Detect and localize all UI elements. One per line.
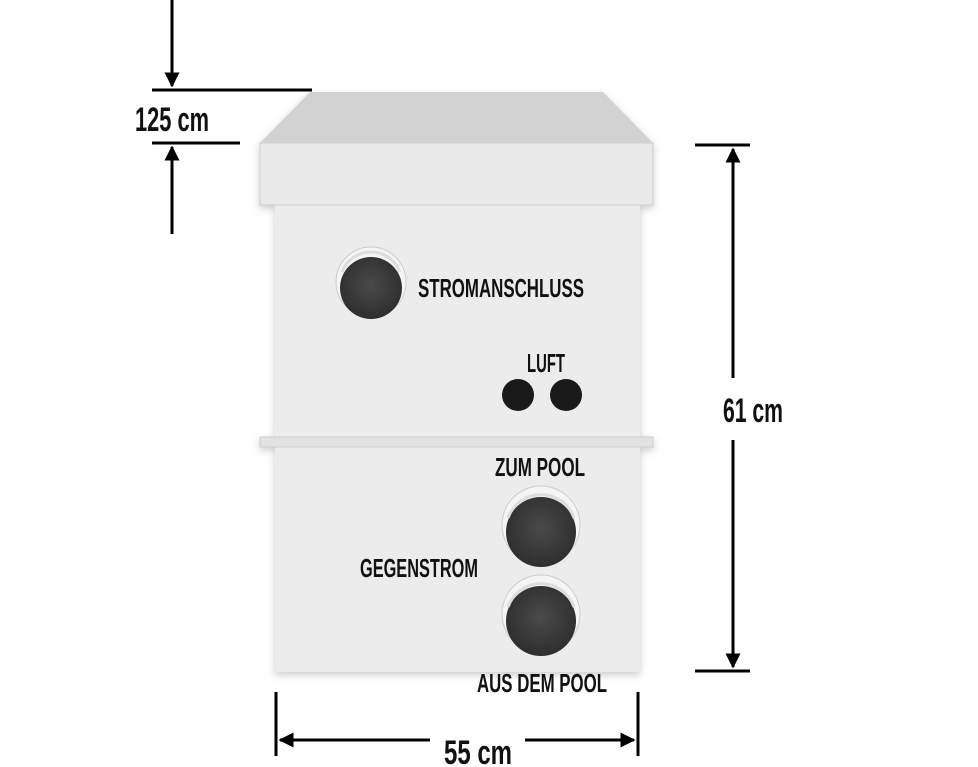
air-label: LUFT	[527, 348, 565, 378]
power-port	[335, 246, 407, 319]
from-pool-port	[501, 574, 581, 656]
lid-height-dimension	[152, 0, 312, 234]
to-pool-label: ZUM POOL	[495, 452, 585, 482]
counter-current-label: GEGENSTROM	[360, 553, 478, 583]
power-label: STROMANSCHLUSS	[418, 273, 584, 303]
width-value: 55 cm	[444, 734, 512, 767]
air-port-right	[550, 379, 582, 411]
housing-body	[275, 200, 640, 672]
lid-height-value: 125 cm	[135, 101, 209, 139]
from-pool-label: AUS DEM POOL	[477, 668, 607, 698]
divider-strip	[259, 436, 654, 448]
height-value: 61 cm	[723, 392, 783, 430]
height-dimension	[695, 143, 750, 673]
lid-front	[259, 142, 654, 206]
width-dimension	[274, 692, 640, 756]
to-pool-port	[501, 485, 581, 567]
lid-top	[260, 92, 653, 143]
pump-housing	[259, 92, 654, 672]
air-port-left	[502, 379, 534, 411]
